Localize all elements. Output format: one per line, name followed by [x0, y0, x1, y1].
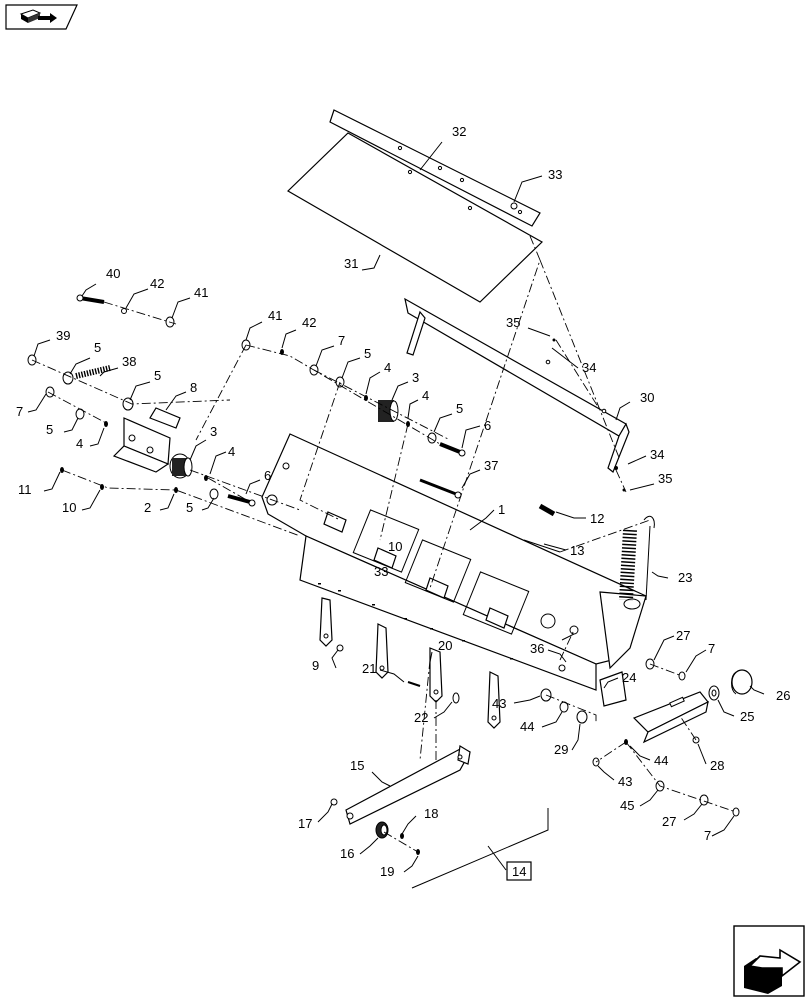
callout-41: 41 [268, 308, 282, 323]
callout-7: 7 [338, 333, 345, 348]
leader-lines [27, 141, 765, 889]
callout-27: 27 [676, 628, 690, 643]
callout-33: 33 [374, 564, 388, 579]
callout-11: 11 [18, 482, 32, 497]
callout-4: 4 [76, 436, 83, 451]
callouts: 32 33 31 35 34 30 34 35 40 42 41 41 42 3… [16, 124, 790, 879]
callout-42: 42 [302, 315, 316, 330]
callout-5: 5 [186, 500, 193, 515]
left-bracket [112, 407, 181, 473]
callout-43: 43 [492, 696, 506, 711]
callout-12: 12 [590, 511, 604, 526]
cover-plate [287, 109, 543, 303]
callout-28: 28 [710, 758, 724, 773]
callout-5: 5 [364, 346, 371, 361]
callout-34: 34 [582, 360, 596, 375]
callout-18: 18 [424, 806, 438, 821]
callout-26: 26 [776, 688, 790, 703]
callout-29: 29 [554, 742, 568, 757]
callout-36: 36 [530, 641, 544, 656]
callout-5: 5 [154, 368, 161, 383]
callout-10: 10 [388, 539, 402, 554]
callout-5: 5 [46, 422, 53, 437]
callout-13: 13 [570, 543, 584, 558]
main-frame [261, 433, 647, 729]
callout-5: 5 [456, 401, 463, 416]
callout-7: 7 [704, 828, 711, 843]
callout-21: 21 [362, 661, 376, 676]
callout-2: 2 [144, 500, 151, 515]
callout-40: 40 [106, 266, 120, 281]
boxed-callout-14[interactable]: 14 [506, 861, 532, 881]
callout-19: 19 [380, 864, 394, 879]
callout-17: 17 [298, 816, 312, 831]
callout-15: 15 [350, 758, 364, 773]
callout-32: 32 [452, 124, 466, 139]
callout-4: 4 [228, 444, 235, 459]
callout-22: 22 [414, 710, 428, 725]
callout-35: 35 [658, 471, 672, 486]
callout-35: 35 [506, 315, 520, 330]
bushing [375, 821, 389, 839]
callout-3: 3 [412, 370, 419, 385]
callout-3: 3 [210, 424, 217, 439]
callout-34: 34 [650, 447, 664, 462]
callout-7: 7 [16, 404, 23, 419]
callout-31: 31 [344, 256, 358, 271]
callout-42: 42 [150, 276, 164, 291]
callout-45: 45 [620, 798, 634, 813]
callout-44: 44 [654, 753, 668, 768]
callout-37: 37 [484, 458, 498, 473]
callout-25: 25 [740, 709, 754, 724]
callout-5: 5 [94, 340, 101, 355]
callout-44: 44 [520, 719, 534, 734]
next-page-arrow-icon[interactable] [733, 925, 805, 997]
callout-24: 24 [622, 670, 636, 685]
callout-6: 6 [264, 468, 271, 483]
roller-right [378, 400, 399, 422]
callout-16: 16 [340, 846, 354, 861]
hardware [27, 202, 740, 855]
angle-bar [404, 297, 630, 473]
callout-38: 38 [122, 354, 136, 369]
callout-30: 30 [640, 390, 654, 405]
knob [731, 669, 753, 695]
callout-1: 1 [498, 502, 505, 517]
callout-8: 8 [190, 380, 197, 395]
svg-text:14: 14 [512, 864, 526, 879]
spring-large [619, 515, 655, 610]
callout-10: 10 [62, 500, 76, 515]
roller-left [169, 453, 193, 479]
callout-39: 39 [56, 328, 70, 343]
callout-9: 9 [312, 658, 319, 673]
washer [708, 685, 720, 701]
callout-33: 33 [548, 167, 562, 182]
callout-27: 27 [662, 814, 676, 829]
callout-41: 41 [194, 285, 208, 300]
callout-4: 4 [422, 388, 429, 403]
lower-arm [345, 745, 471, 825]
spring-small [75, 365, 111, 379]
callout-20: 20 [438, 638, 452, 653]
centerlines [31, 235, 737, 853]
callout-7: 7 [708, 641, 715, 656]
callout-23: 23 [678, 570, 692, 585]
exploded-view-icon[interactable] [5, 4, 78, 30]
callout-4: 4 [384, 360, 391, 375]
right-bracket [599, 671, 709, 744]
callout-43: 43 [618, 774, 632, 789]
callout-6: 6 [484, 418, 491, 433]
